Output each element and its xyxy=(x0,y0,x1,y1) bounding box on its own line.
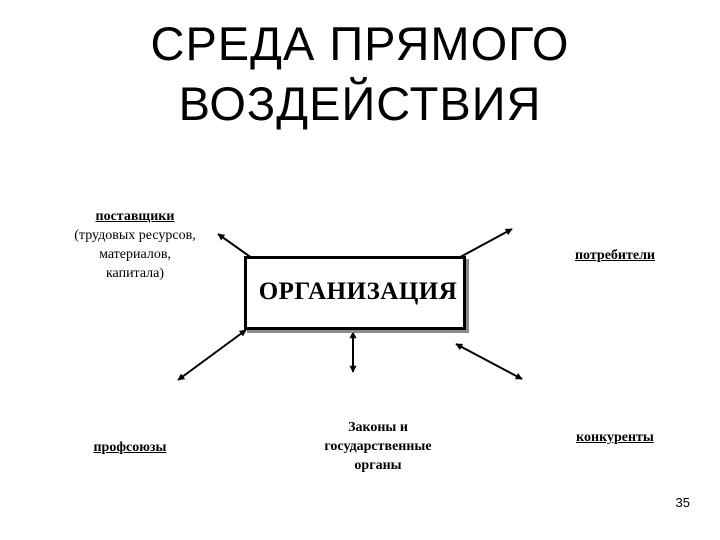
laws-line-1: Законы и xyxy=(348,420,408,435)
title-line-1: СРЕДА ПРЯМОГО xyxy=(150,17,570,70)
laws-line-2: государственные xyxy=(324,439,432,454)
node-unions: профсоюзы xyxy=(60,438,200,457)
page-number: 35 xyxy=(675,495,690,510)
node-suppliers: поставщики (трудовых ресурсов, материало… xyxy=(40,207,230,283)
suppliers-detail-3: капитала) xyxy=(105,266,165,281)
title-line-2: ВОЗДЕЙСТВИЯ xyxy=(178,77,542,130)
organization-label: ОРГАНИЗАЦИЯ xyxy=(258,278,458,305)
laws-line-3: органы xyxy=(354,458,402,473)
arrow-competitors xyxy=(455,343,523,380)
consumers-label: потребители xyxy=(574,248,655,263)
competitors-label: конкуренты xyxy=(576,430,654,445)
arrow-unions xyxy=(177,329,247,381)
slide-title: СРЕДА ПРЯМОГО ВОЗДЕЙСТВИЯ xyxy=(0,14,720,134)
node-competitors: конкуренты xyxy=(540,428,690,447)
suppliers-detail-2: материалов, xyxy=(99,247,171,262)
unions-label: профсоюзы xyxy=(93,440,167,455)
suppliers-label: поставщики xyxy=(95,209,175,224)
node-laws: Законы и государственные органы xyxy=(288,418,468,475)
organization-box xyxy=(244,256,466,330)
node-consumers: потребители xyxy=(540,246,690,265)
suppliers-detail-1: (трудовых ресурсов, xyxy=(74,228,196,243)
